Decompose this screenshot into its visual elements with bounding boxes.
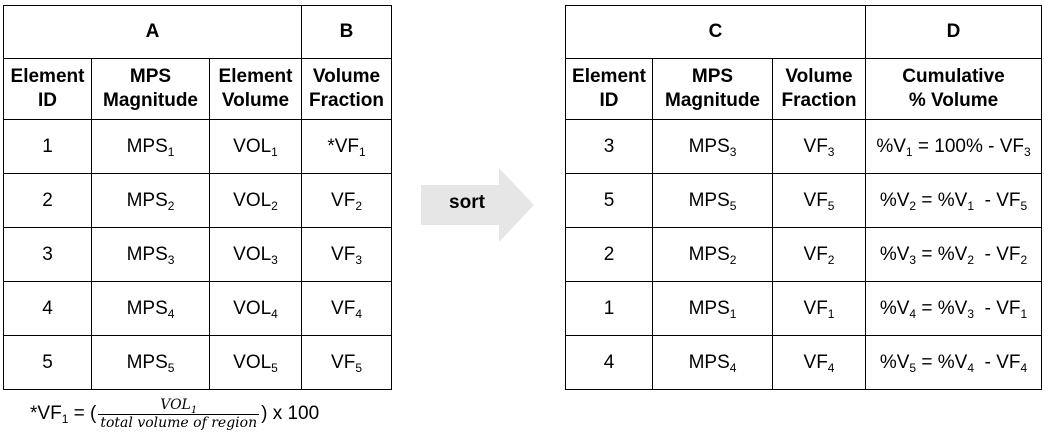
cell-mps: MPS3 [91, 227, 210, 282]
column-header-cumulative-volume: Cumulative% Volume [865, 58, 1043, 120]
group-header-c: C [564, 5, 867, 59]
cell-volume-fraction: VF5 [771, 173, 867, 228]
footnote-eq: = ( [68, 403, 97, 424]
cell-volume: VOL5 [208, 335, 303, 390]
cell-mps: MPS3 [652, 119, 773, 174]
cell-element-id: 1 [3, 119, 92, 174]
sort-label: sort [449, 192, 485, 213]
cell-mps: MPS5 [91, 335, 210, 390]
cell-element-id: 5 [3, 335, 92, 390]
cell-volume: VOL1 [208, 119, 303, 174]
cell-element-id: 3 [3, 227, 92, 282]
table-row: 2 MPS2 VF2 %V3 = %V2 - VF2 [565, 227, 1043, 282]
fraction-numerator: VOL1 [160, 396, 198, 416]
fraction-denominator: total volume of region [98, 413, 260, 431]
cell-element-id: 4 [565, 335, 653, 390]
cell-mps: MPS1 [91, 119, 210, 174]
cell-element-id: 1 [565, 281, 653, 336]
group-header-a: A [2, 5, 303, 59]
cell-volume-fraction: VF2 [301, 173, 393, 228]
cell-volume-fraction: VF4 [771, 335, 867, 390]
cell-volume: VOL2 [208, 173, 303, 228]
cell-mps: MPS1 [652, 281, 773, 336]
cell-volume: VOL4 [208, 281, 303, 336]
footnote-tail: ) x 100 [261, 403, 320, 424]
table-row: 5 MPS5 VF5 %V2 = %V1 - VF5 [565, 173, 1043, 228]
group-header-d: D [865, 5, 1043, 59]
cell-volume-fraction: *VF1 [301, 119, 393, 174]
cell-volume-fraction: VF1 [771, 281, 867, 336]
footnote-formula: *VF1 = ( VOL1 total volume of region ) x… [30, 392, 319, 436]
cell-element-id: 5 [565, 173, 653, 228]
cell-volume-fraction: VF2 [771, 227, 867, 282]
footnote-fraction: VOL1 total volume of region [98, 396, 260, 432]
cell-cumulative-volume: %V4 = %V3 - VF1 [865, 281, 1043, 336]
cell-mps: MPS4 [91, 281, 210, 336]
cell-mps: MPS2 [652, 227, 773, 282]
table-row: 5 MPS5 VOL5 VF5 [3, 335, 393, 390]
cell-cumulative-volume: %V1 = 100% - VF3 [865, 119, 1043, 174]
cell-cumulative-volume: %V2 = %V1 - VF5 [865, 173, 1043, 228]
cell-volume-fraction: VF5 [301, 335, 393, 390]
cell-element-id: 3 [565, 119, 653, 174]
table-row: 3 MPS3 VF3 %V1 = 100% - VF3 [565, 119, 1043, 174]
footnote-lhs: *VF1 [30, 403, 69, 426]
table-row: 2 MPS2 VOL2 VF2 [3, 173, 393, 228]
cell-cumulative-volume: %V3 = %V2 - VF2 [865, 227, 1043, 282]
sort-arrow: sort [421, 168, 534, 242]
cell-element-id: 4 [3, 281, 92, 336]
cell-element-id: 2 [3, 173, 92, 228]
cell-element-id: 2 [565, 227, 653, 282]
table-row: 1 MPS1 VF1 %V4 = %V3 - VF1 [565, 281, 1043, 336]
cell-mps: MPS2 [91, 173, 210, 228]
table-row: 4 MPS4 VOL4 VF4 [3, 281, 393, 336]
group-header-b: B [301, 5, 393, 59]
cell-volume-fraction: VF3 [771, 119, 867, 174]
cell-mps: MPS5 [652, 173, 773, 228]
arrow-shape-icon [421, 168, 534, 242]
table-row: 1 MPS1 VOL1 *VF1 [3, 119, 393, 174]
table-row: 3 MPS3 VOL3 VF3 [3, 227, 393, 282]
cell-cumulative-volume: %V5 = %V4 - VF4 [865, 335, 1043, 390]
cell-volume-fraction: VF4 [301, 281, 393, 336]
cell-mps: MPS4 [652, 335, 773, 390]
cell-volume: VOL3 [208, 227, 303, 282]
cell-volume-fraction: VF3 [301, 227, 393, 282]
table-row: 4 MPS4 VF4 %V5 = %V4 - VF4 [565, 335, 1043, 390]
